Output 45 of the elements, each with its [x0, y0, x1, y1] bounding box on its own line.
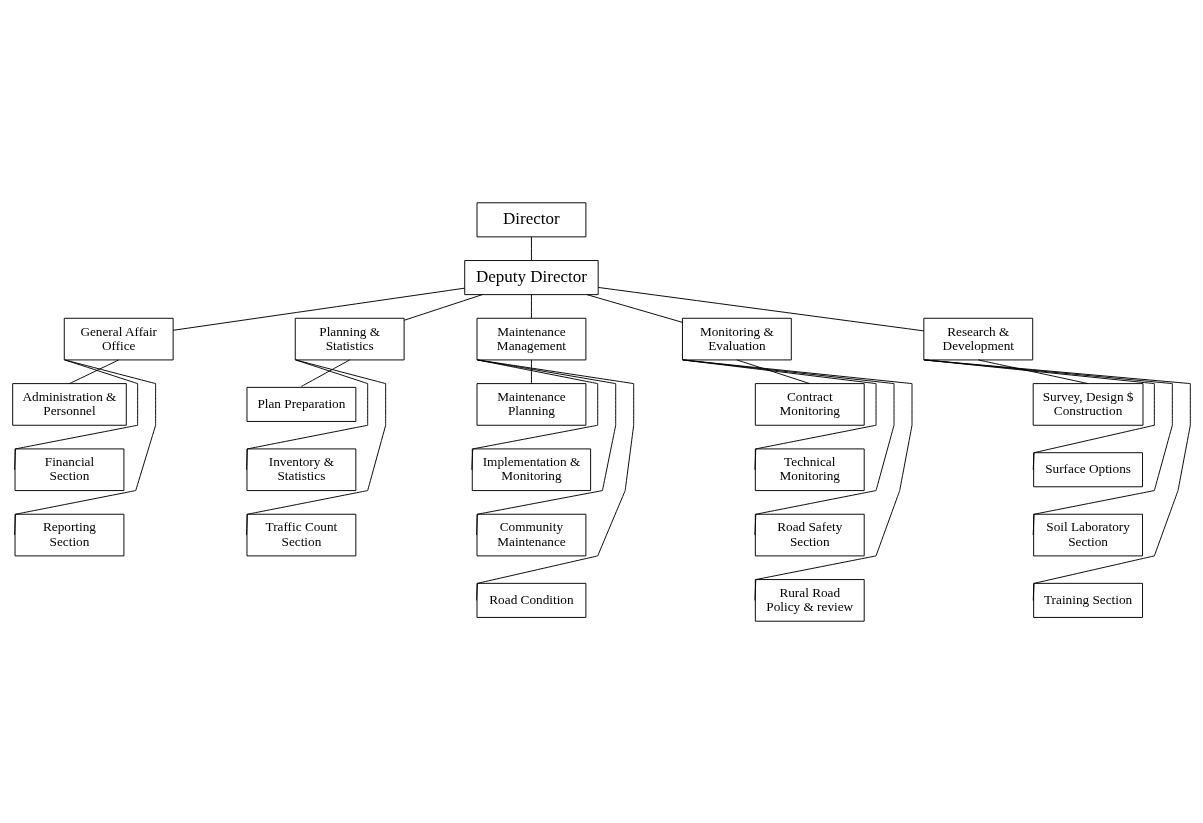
connector: [69, 358, 120, 384]
node-box: Survey, Design $ Construction: [1032, 382, 1144, 426]
connector: [476, 358, 617, 536]
node-box: Surface Options: [1033, 451, 1143, 487]
node-box: Financial Section: [14, 447, 125, 491]
node-box: Road Condition: [476, 582, 587, 618]
connector: [403, 293, 483, 321]
node-box: Implementation & Monitoring: [471, 447, 592, 491]
connector: [597, 286, 925, 331]
node-box: Planning & Statistics: [294, 317, 405, 360]
connector: [476, 358, 635, 601]
connector: [586, 293, 683, 323]
node-box: Soil Laboratory Section: [1033, 513, 1143, 556]
node-box: Rural Road Policy & review: [754, 578, 865, 622]
node-box: Administration & Personnel: [12, 382, 127, 426]
node-box: Maintenance Management: [476, 317, 587, 360]
node-box: Monitoring & Evaluation: [681, 317, 792, 360]
node-box: General Affair Office: [63, 317, 174, 360]
node-box: Technical Monitoring: [754, 447, 865, 491]
connector: [246, 358, 369, 470]
connector: [14, 358, 139, 470]
connector: [977, 358, 1089, 384]
connector: [736, 358, 811, 384]
node-box: Maintenance Planning: [476, 382, 587, 426]
connector: [530, 293, 532, 319]
node-box: Director: [476, 201, 587, 237]
node-box: Plan Preparation: [246, 386, 357, 422]
node-box: Road Safety Section: [754, 513, 865, 556]
connector: [300, 358, 351, 387]
connector: [246, 358, 387, 536]
connector: [14, 358, 157, 536]
node-box: Deputy Director: [464, 259, 599, 295]
node-box: Research & Development: [923, 317, 1034, 360]
node-box: Inventory & Statistics: [246, 447, 357, 491]
node-box: Contract Monitoring: [754, 382, 865, 426]
connector: [471, 358, 599, 470]
node-box: Reporting Section: [14, 513, 125, 556]
connector: [682, 358, 913, 601]
node-box: Traffic Count Section: [246, 513, 357, 556]
connector: [172, 287, 466, 331]
node-box: Community Maintenance: [476, 513, 587, 556]
connector: [530, 235, 532, 261]
connector: [530, 358, 532, 384]
node-box: Training Section: [1033, 582, 1143, 618]
connector: [923, 358, 1191, 601]
